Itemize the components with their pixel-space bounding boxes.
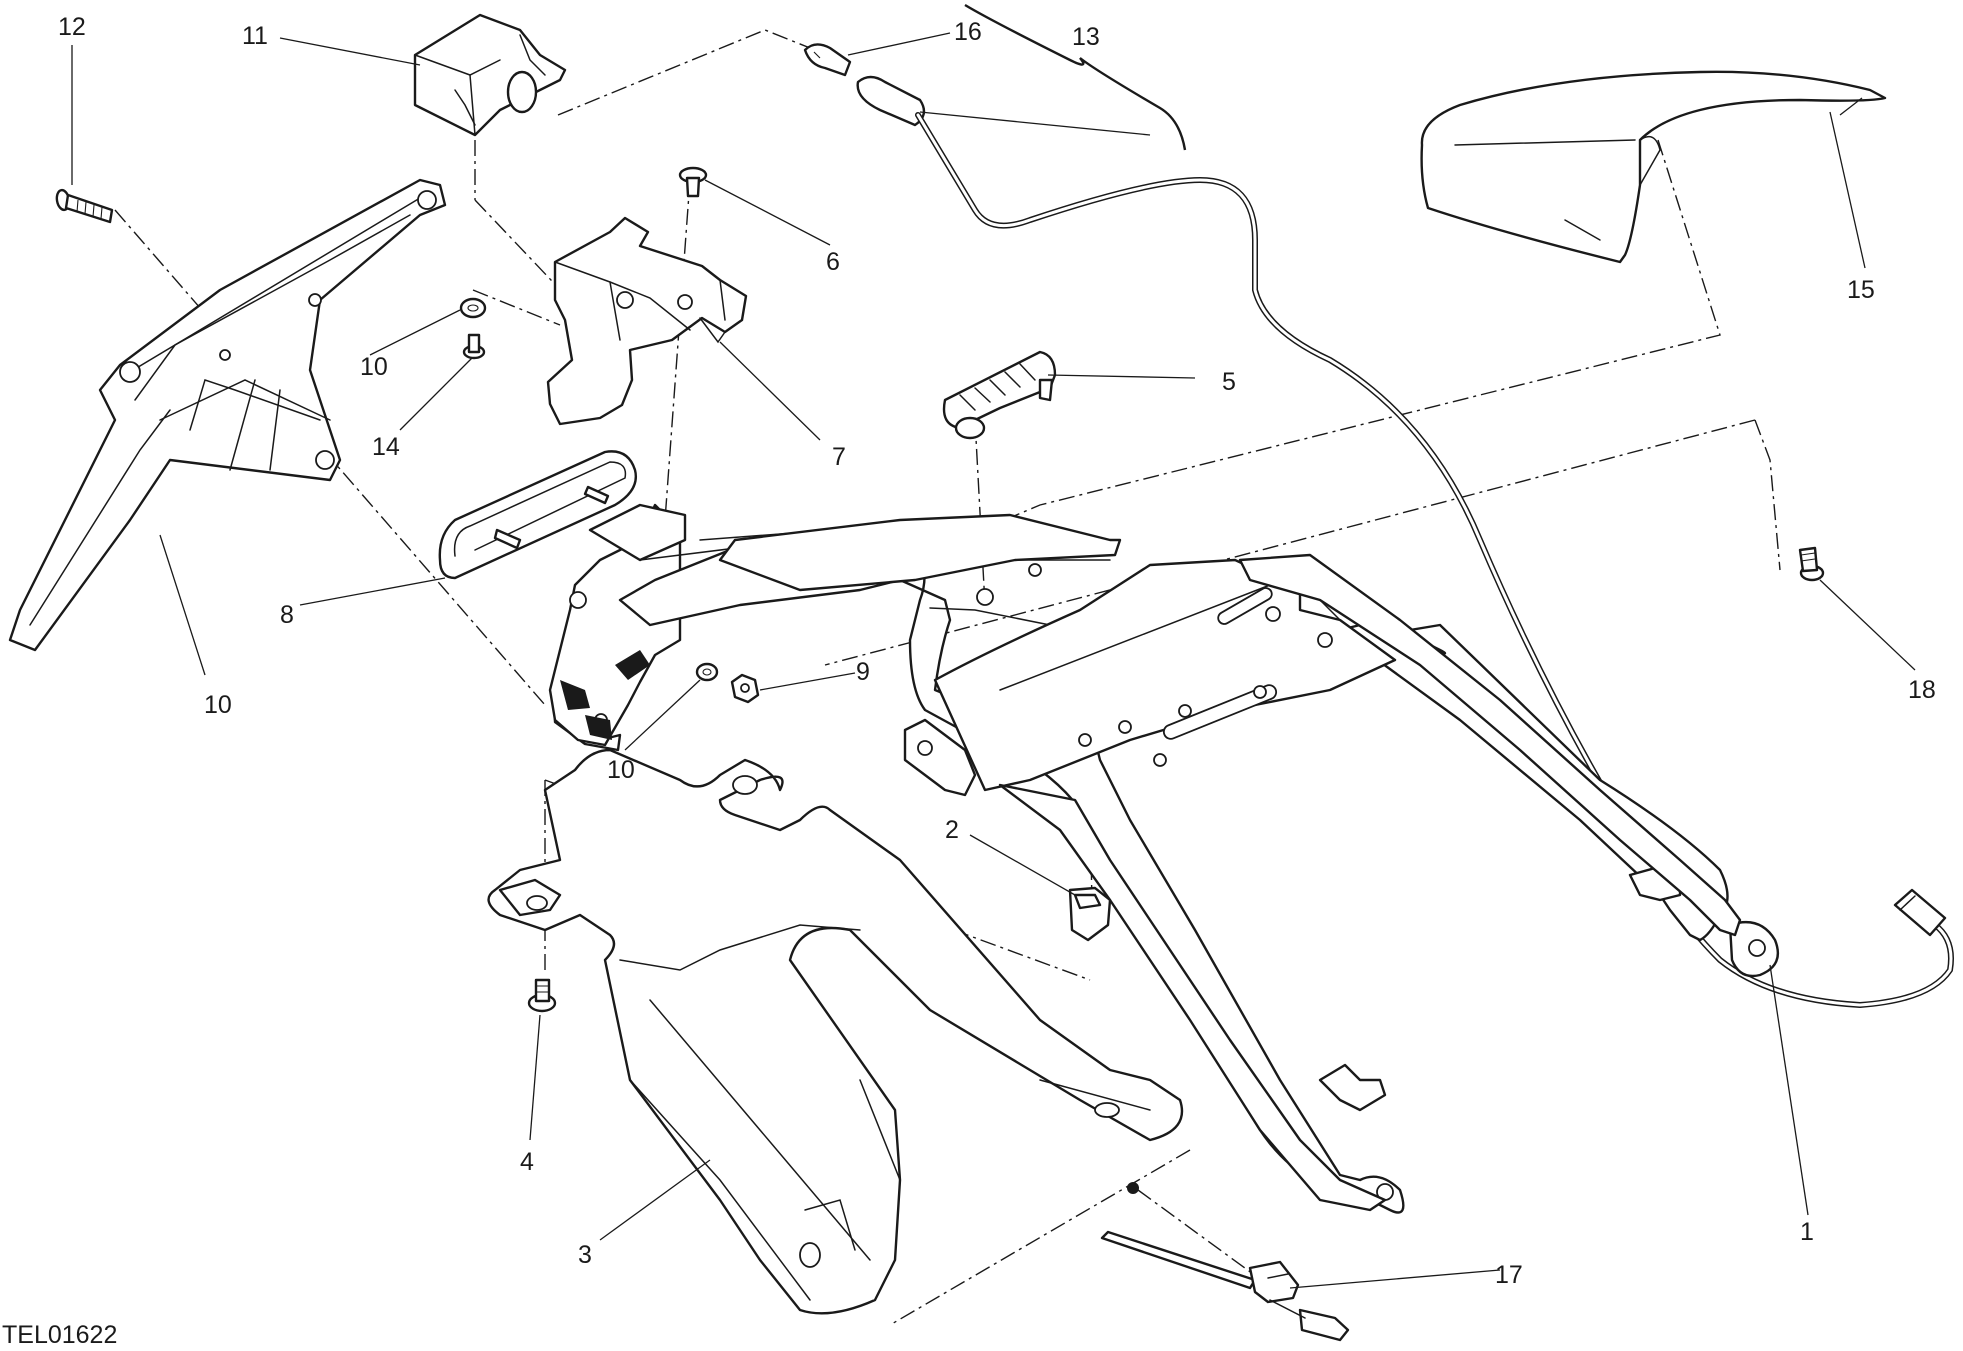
callout-19: 18 xyxy=(1908,676,1936,704)
callouts: 12 11 16 13 6 15 10 5 14 7 8 9 18 10 10 … xyxy=(2,13,1936,1349)
cover-part-16 xyxy=(1420,70,1887,264)
screw-part-14 xyxy=(55,188,114,224)
callout-11: 10 xyxy=(204,691,232,719)
grommet-part-5 xyxy=(942,350,1057,440)
washer-part-10-lower xyxy=(695,662,719,682)
license-light-cover-part-12 xyxy=(413,13,567,137)
screw-part-15 xyxy=(462,333,486,360)
callout-18: 17 xyxy=(1495,1261,1523,1289)
mount-bracket-part-7 xyxy=(546,216,748,426)
washer-part-10-upper xyxy=(459,297,487,319)
cable-tie-part-18 xyxy=(1100,1182,1350,1342)
screw-part-19 xyxy=(1798,546,1825,582)
callout-6: 6 xyxy=(826,248,840,276)
screw-part-4 xyxy=(527,978,557,1013)
callout-5: 5 xyxy=(1222,368,1236,396)
bulb-part-17 xyxy=(803,43,852,77)
screw-part-6 xyxy=(678,166,708,198)
callout-15: 14 xyxy=(372,433,400,461)
bracket-brace-13 xyxy=(964,3,1187,151)
callout-2: 2 xyxy=(945,816,959,844)
callout-14: 12 xyxy=(58,13,86,41)
clip-nut-part-2 xyxy=(1068,886,1112,942)
callout-7: 7 xyxy=(832,443,846,471)
callout-17: 16 xyxy=(954,18,982,46)
callout-10-upper: 10 xyxy=(360,353,388,381)
leader-lines xyxy=(71,32,1916,1289)
callout-10-lower: 10 xyxy=(607,756,635,784)
license-light-part-8 xyxy=(438,450,637,580)
wiring-harness-part-13 xyxy=(856,75,1954,1008)
callout-3: 3 xyxy=(578,1241,592,1269)
license-plate-holder-part-11 xyxy=(8,178,447,652)
callout-12: 11 xyxy=(242,22,268,50)
callout-4: 4 xyxy=(520,1148,534,1176)
nut-part-9 xyxy=(730,673,760,704)
callout-8: 8 xyxy=(280,601,294,629)
drawing-code: TEL01622 xyxy=(2,1321,117,1349)
callout-9: 9 xyxy=(856,658,870,686)
subframe-part-1 xyxy=(548,503,1780,1214)
callout-1: 1 xyxy=(1800,1218,1814,1246)
lower-fender-part-3 xyxy=(487,748,1184,1315)
callout-13: 13 xyxy=(1072,23,1100,51)
callout-16: 15 xyxy=(1847,276,1875,304)
